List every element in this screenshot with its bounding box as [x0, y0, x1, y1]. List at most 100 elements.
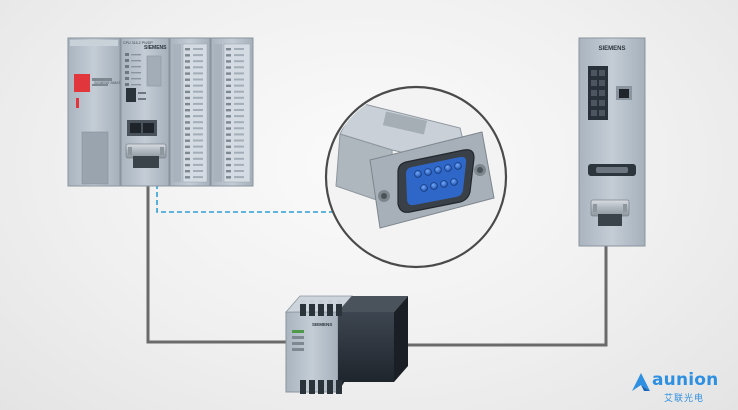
io-terminal — [185, 157, 190, 161]
plc-dp-connector — [125, 143, 167, 168]
io-terminal — [226, 90, 231, 94]
io-terminal — [226, 176, 231, 179]
io-label-strip — [234, 139, 244, 142]
io-terminal — [226, 72, 231, 75]
io-terminal — [226, 54, 231, 57]
cpu-brand: SIEMENS — [144, 45, 167, 51]
io-terminal — [185, 48, 190, 51]
remote-brand: SIEMENS — [598, 46, 625, 52]
io-label-strip — [234, 163, 244, 166]
io-terminal — [185, 115, 190, 118]
io-terminal — [226, 78, 231, 81]
io-label-strip — [234, 170, 244, 172]
aunion-logo-mark-icon — [632, 373, 650, 391]
io-terminal — [226, 151, 231, 155]
io-label-strip — [193, 66, 203, 69]
io-label-strip — [234, 121, 244, 124]
io-terminal — [185, 90, 190, 94]
io-terminal — [185, 84, 190, 87]
io-label-strip — [234, 72, 244, 75]
io-label-strip — [234, 127, 244, 130]
io-terminal — [185, 176, 190, 179]
io-label-strip — [193, 96, 203, 99]
io-label-strip — [193, 90, 203, 93]
io-terminal — [226, 102, 231, 106]
io-terminal — [226, 115, 231, 118]
io-label-strip — [234, 133, 244, 136]
io-label-strip — [234, 84, 244, 87]
io-terminal — [226, 109, 231, 112]
mmc-slot — [126, 88, 136, 102]
db9-pin-hole — [434, 166, 442, 174]
cable-right — [395, 230, 608, 347]
io-label-strip — [193, 139, 203, 142]
io-label-strip — [234, 109, 244, 111]
io-label-strip — [234, 96, 244, 99]
db9-pin-hole — [440, 180, 448, 188]
remote-station: SIEMENS — [578, 37, 646, 247]
io-label-strip — [234, 115, 244, 118]
io-label-strip — [193, 78, 203, 81]
io-terminal — [185, 109, 190, 112]
aunion-logo: aunion 艾联光电 — [630, 368, 734, 406]
db9-pins — [414, 162, 462, 192]
io-label-strip — [193, 170, 203, 172]
io-terminal — [226, 84, 231, 87]
io-label-strip — [234, 90, 244, 93]
io-label-strip — [193, 157, 203, 160]
io-terminal — [226, 66, 231, 69]
io-label-strip — [234, 78, 244, 81]
cpu-model-label: CPU 315-2 PN/DP — [123, 41, 153, 45]
connector-zoom-callout — [324, 85, 508, 269]
io-label-strip — [234, 66, 244, 69]
io-label-strip — [234, 102, 244, 105]
io-module-2 — [210, 37, 254, 187]
io-label-strip — [193, 48, 203, 50]
remote-ethernet-port — [616, 86, 632, 100]
io-label-strip — [234, 48, 244, 50]
dashed-link — [156, 168, 332, 213]
io-label-strip — [193, 163, 203, 166]
repeater-top-terminals — [300, 300, 342, 316]
io-terminal — [185, 60, 190, 63]
io-terminal — [226, 163, 231, 167]
db9-pin-hole — [444, 164, 452, 172]
io-label-strip — [193, 115, 203, 118]
io-terminal — [226, 170, 231, 173]
io-terminal — [226, 145, 231, 148]
io-terminal — [185, 72, 190, 75]
io-terminal — [185, 133, 190, 136]
io-label-strip — [193, 127, 203, 130]
plc-rack: SIEMENS SIMATIC CPU 315-2 PN/DP SIEMENS — [67, 37, 254, 187]
remote-terminal-block — [588, 66, 608, 120]
io-terminal-rows — [185, 48, 244, 179]
io-terminal — [185, 145, 190, 148]
io-terminal — [185, 78, 190, 81]
io-label-strip — [234, 60, 244, 63]
cpu-module: CPU 315-2 PN/DP SIEMENS — [120, 37, 170, 187]
io-label-strip — [193, 84, 203, 87]
io-label-strip — [193, 145, 203, 148]
power-supply-module: SIEMENS SIMATIC — [67, 37, 124, 187]
repeater-module: SIEMENS — [285, 295, 408, 394]
db9-pin-hole — [430, 182, 438, 190]
io-label-strip — [193, 151, 203, 154]
cpu-status-leds — [125, 53, 141, 86]
io-terminal — [185, 127, 190, 130]
io-terminal — [185, 139, 190, 142]
io-label-strip — [193, 109, 203, 111]
io-terminal — [226, 157, 231, 161]
db9-pin-hole — [450, 178, 458, 186]
io-label-strip — [193, 121, 203, 124]
db9-pin-hole — [414, 170, 422, 178]
logo-subtitle: 艾联光电 — [664, 394, 705, 404]
io-terminal — [185, 66, 190, 69]
io-terminal — [185, 96, 190, 100]
io-terminal — [226, 48, 231, 51]
io-label-strip — [234, 145, 244, 148]
io-terminal — [226, 139, 231, 142]
remote-dp-connector — [590, 199, 630, 226]
io-terminal — [226, 127, 231, 130]
db9-pin-hole — [454, 162, 462, 170]
repeater-brand: SIEMENS — [312, 322, 332, 327]
